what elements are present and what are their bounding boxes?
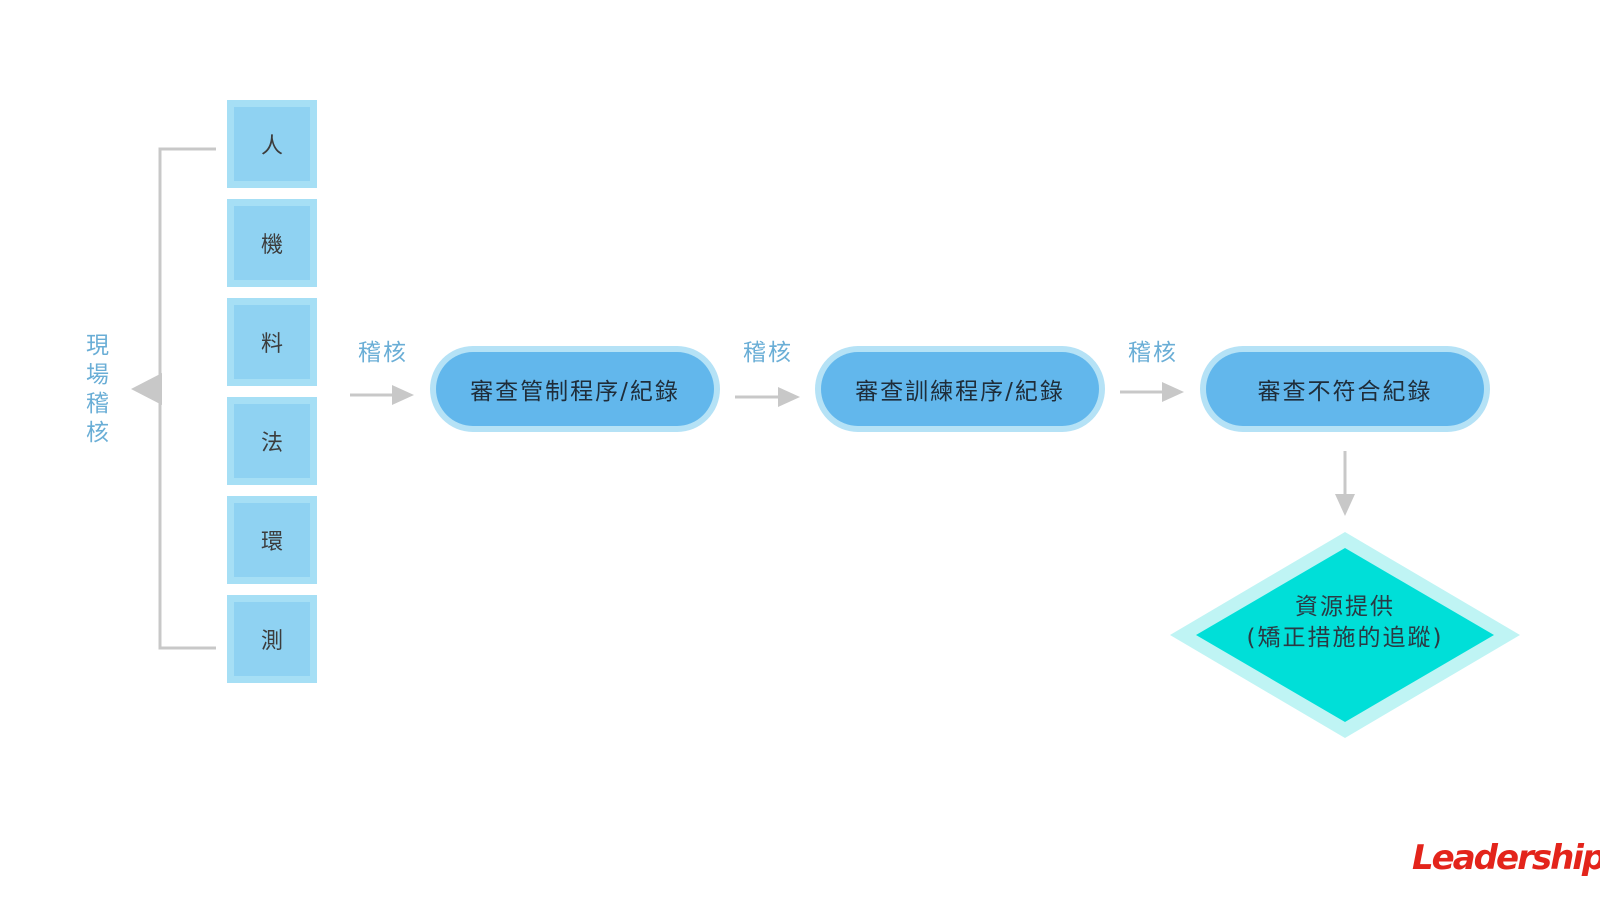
step-label: 審查管制程序/紀錄 [436,352,714,426]
factor-label: 人 [234,107,310,181]
step-review-control-procedure: 審查管制程序/紀錄 [430,346,720,432]
factor-box-measurement: 測 [227,595,317,683]
decision-line-1: 資源提供 [1295,594,1395,620]
factor-label: 料 [234,305,310,379]
factor-box-machine: 機 [227,199,317,287]
factor-box-material: 料 [227,298,317,386]
audit-label-3: 稽核 [1128,340,1178,366]
step-label: 審查不符合紀錄 [1206,352,1484,426]
logo-text: Leadership [1412,838,1600,878]
audit-label-2: 稽核 [743,340,793,366]
factor-box-method: 法 [227,397,317,485]
step-review-training-procedure: 審查訓練程序/紀錄 [815,346,1105,432]
factor-box-environment: 環 [227,496,317,584]
arrow-head-1 [392,385,414,405]
arrow-head-2 [778,387,800,407]
factor-label: 機 [234,206,310,280]
bracket-pointer-arrow [131,373,162,405]
arrow-head-4 [1335,494,1355,516]
decision-label: 資源提供 (矯正措施的追蹤) [1190,592,1500,654]
factor-label: 環 [234,503,310,577]
leadership-logo: Leadership® [1412,838,1600,878]
group-bracket [158,147,216,650]
step-label: 審查訓練程序/紀錄 [821,352,1099,426]
factor-label: 法 [234,404,310,478]
onsite-audit-label: 現場稽核 [86,333,110,446]
decision-diamond [1196,548,1494,722]
audit-label-1: 稽核 [358,340,408,366]
decision-line-2: (矯正措施的追蹤) [1246,625,1444,651]
step-review-nonconformity-records: 審查不符合紀錄 [1200,346,1490,432]
arrow-head-3 [1162,382,1184,402]
factor-box-people: 人 [227,100,317,188]
factor-label: 測 [234,602,310,676]
